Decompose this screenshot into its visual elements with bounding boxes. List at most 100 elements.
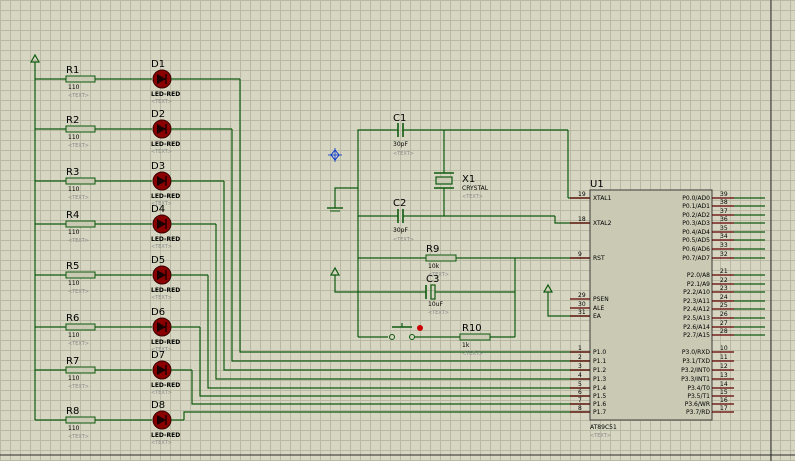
c3-text-placeholder: <TEXT>: [428, 310, 449, 316]
resistor-r6[interactable]: [65, 323, 96, 331]
resistor-r5[interactable]: [65, 271, 96, 279]
pin-number: 23: [720, 285, 728, 292]
led-d4[interactable]: [152, 214, 172, 234]
led-d7[interactable]: [152, 360, 172, 380]
resistor-text-placeholder: <TEXT>: [68, 195, 89, 201]
resistor-r10[interactable]: [459, 333, 491, 341]
pin-number: 25: [720, 302, 728, 309]
x1-text-placeholder: <TEXT>: [462, 194, 483, 200]
mcu-pin[interactable]: 4P1.3: [570, 372, 606, 383]
led-d3[interactable]: [152, 171, 172, 191]
resistor-r3[interactable]: [65, 177, 96, 185]
resistor-text-placeholder: <TEXT>: [68, 93, 89, 99]
led-d5[interactable]: [152, 265, 172, 285]
resistor-r9[interactable]: [425, 254, 457, 262]
r10-value: 1k: [462, 342, 470, 349]
mcu-pin[interactable]: 5P1.4: [570, 381, 606, 392]
mcu-body: [589, 189, 713, 421]
capacitor-c1[interactable]: [390, 123, 410, 137]
x1-ref: X1: [462, 174, 475, 185]
mcu-at89c51[interactable]: U1AT89C51<TEXT>19XTAL118XTAL29RST29PSEN3…: [570, 179, 765, 439]
resistor-ref: R5: [66, 261, 79, 272]
pin-name: P0.5/AD5: [682, 237, 710, 244]
resistor-r7[interactable]: [65, 366, 96, 374]
capacitor-c2[interactable]: [390, 209, 410, 223]
pin-name: P1.2: [593, 367, 606, 374]
pin-name: P1.6: [593, 401, 606, 408]
led-ref: D4: [151, 204, 165, 215]
r10-ref: R10: [462, 323, 482, 334]
pin-name: P1.7: [593, 409, 606, 416]
led-d6[interactable]: [152, 317, 172, 337]
led-ref: D5: [151, 255, 165, 266]
resistor-text-placeholder: <TEXT>: [68, 434, 89, 440]
mcu-pin[interactable]: 2P1.1: [570, 354, 606, 365]
pin-number: 19: [578, 191, 586, 198]
oscillator-circuit: C1 30pF <TEXT> C2 30pF <TEXT> X1 CRYSTAL…: [327, 113, 590, 243]
pin-number: 11: [720, 354, 728, 361]
mcu-pin[interactable]: 6P1.5: [570, 389, 606, 400]
pin-name: P3.2/INT0: [681, 367, 710, 374]
resistor-r1[interactable]: [65, 75, 96, 83]
pin-name: XTAL2: [593, 220, 612, 227]
led-d8[interactable]: [152, 410, 172, 430]
pin-name: P3.6/WR: [685, 401, 710, 408]
capacitor-c3[interactable]: [420, 284, 440, 300]
c3-ref: C3: [426, 274, 439, 285]
led-d2[interactable]: [152, 119, 172, 139]
power-arrow-icon: [542, 283, 554, 293]
mcu-pin[interactable]: 7P1.6: [570, 397, 606, 408]
mcu-pin[interactable]: 3P1.2: [570, 363, 606, 374]
mcu-pin[interactable]: 1P1.0: [570, 345, 606, 356]
resistor-r2[interactable]: [65, 125, 96, 133]
resistor-r4[interactable]: [65, 220, 96, 228]
resistor-ref: R4: [66, 210, 79, 221]
reset-button[interactable]: [389, 323, 423, 340]
resistor-r8[interactable]: [65, 416, 96, 424]
pin-number: 5: [578, 381, 582, 388]
led-ref: D6: [151, 307, 165, 318]
power-arrow-icon: [29, 53, 41, 63]
mcu-pin[interactable]: 8P1.7: [570, 405, 606, 416]
led-d1[interactable]: [152, 69, 172, 89]
pin-number: 3: [578, 363, 582, 370]
pin-number: 4: [578, 372, 582, 379]
pin-name: P1.0: [593, 349, 606, 356]
c2-text-placeholder: <TEXT>: [393, 237, 414, 243]
crystal-x1[interactable]: [434, 172, 454, 193]
pin-number: 31: [578, 309, 586, 316]
resistor-ref: R3: [66, 167, 79, 178]
